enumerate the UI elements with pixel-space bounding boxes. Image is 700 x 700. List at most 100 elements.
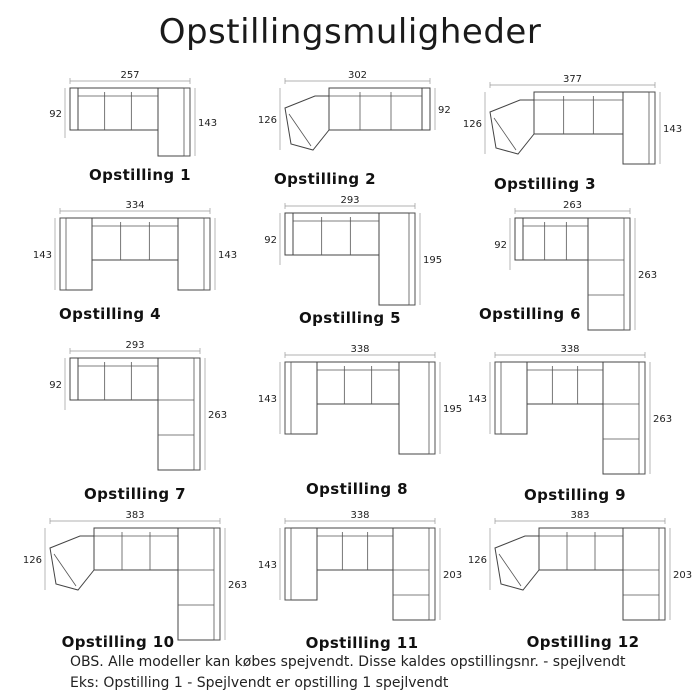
dimension-left-depth: 143 bbox=[258, 394, 277, 405]
sofa-body bbox=[93, 527, 179, 571]
sofa-body bbox=[533, 91, 624, 135]
sofa-arm-left bbox=[69, 357, 79, 401]
note-example: Eks: Opstilling 1 - Spejlvendt er opstil… bbox=[70, 675, 449, 691]
sofa-body bbox=[77, 357, 159, 401]
dimension-left-depth: 126 bbox=[23, 555, 42, 566]
dimension-width: 302 bbox=[348, 70, 367, 81]
dimension-width: 257 bbox=[120, 70, 139, 81]
dimension-left-depth: 143 bbox=[468, 394, 487, 405]
sofa-angled-module bbox=[284, 95, 330, 151]
dimension-left-depth: 92 bbox=[494, 240, 507, 251]
sofa-chaise-left bbox=[494, 361, 528, 435]
dimension-width: 293 bbox=[340, 195, 359, 206]
sofa-body bbox=[538, 527, 624, 571]
sofa-arm-left bbox=[69, 87, 79, 131]
sofa-angled-module bbox=[49, 535, 95, 591]
sofa-chaise-left bbox=[284, 361, 318, 435]
sofa-corner-right bbox=[177, 527, 221, 641]
configuration-label: Opstilling 12 bbox=[527, 633, 640, 651]
dimension-width: 338 bbox=[560, 344, 579, 355]
dimension-right-depth: 263 bbox=[653, 414, 672, 425]
sofa-corner-right bbox=[157, 357, 201, 471]
dimension-width: 293 bbox=[125, 340, 144, 351]
dimension-right-depth: 92 bbox=[438, 105, 451, 116]
dimension-width: 263 bbox=[563, 200, 582, 211]
configuration-label: Opstilling 1 bbox=[89, 166, 191, 184]
sofa-arm-left bbox=[284, 212, 294, 256]
sofa-long-chaise-right bbox=[398, 361, 436, 455]
sofa-body bbox=[292, 212, 380, 256]
configuration-label: Opstilling 3 bbox=[494, 175, 596, 193]
dimension-width: 334 bbox=[125, 200, 144, 211]
configuration-label: Opstilling 10 bbox=[62, 633, 175, 651]
sofa-corner-right bbox=[392, 527, 436, 621]
dimension-right-depth: 143 bbox=[663, 124, 682, 135]
sofa-angled-module bbox=[489, 99, 535, 155]
dimension-right-depth: 143 bbox=[218, 250, 237, 261]
dimension-right-depth: 195 bbox=[443, 404, 462, 415]
sofa-body bbox=[316, 527, 394, 571]
sofa-long-chaise-right bbox=[378, 212, 416, 306]
dimension-right-depth: 263 bbox=[228, 580, 247, 591]
sofa-chaise-right bbox=[157, 87, 191, 157]
dimension-right-depth: 263 bbox=[208, 410, 227, 421]
dimension-left-depth: 126 bbox=[463, 119, 482, 130]
dimension-left-depth: 143 bbox=[258, 560, 277, 571]
configuration-label: Opstilling 5 bbox=[299, 309, 401, 327]
sofa-chaise-left bbox=[284, 527, 318, 601]
sofa-body bbox=[316, 361, 400, 405]
page-title: Opstillingsmuligheder bbox=[158, 12, 542, 52]
dimension-left-depth: 92 bbox=[49, 109, 62, 120]
sofa-angled-module bbox=[494, 535, 540, 591]
dimension-left-depth: 92 bbox=[49, 380, 62, 391]
sofa-arm-right bbox=[421, 87, 431, 131]
sofa-chaise-right bbox=[177, 217, 211, 291]
configuration-label: Opstilling 8 bbox=[306, 480, 408, 498]
configuration-label: Opstilling 4 bbox=[59, 305, 161, 323]
dimension-width: 338 bbox=[350, 510, 369, 521]
dimension-left-depth: 92 bbox=[264, 235, 277, 246]
sofa-body bbox=[91, 217, 179, 261]
dimension-right-depth: 143 bbox=[198, 118, 217, 129]
dimension-width: 338 bbox=[350, 344, 369, 355]
sofa-body bbox=[77, 87, 159, 131]
dimension-right-depth: 203 bbox=[673, 570, 692, 581]
dimension-right-depth: 203 bbox=[443, 570, 462, 581]
dimension-left-depth: 126 bbox=[258, 115, 277, 126]
sofa-arm-left bbox=[514, 217, 524, 261]
configuration-label: Opstilling 2 bbox=[274, 170, 376, 188]
sofa-corner-right bbox=[602, 361, 646, 475]
dimension-width: 383 bbox=[570, 510, 589, 521]
configuration-label: Opstilling 7 bbox=[84, 485, 186, 503]
configuration-label: Opstilling 11 bbox=[306, 634, 419, 652]
dimension-right-depth: 195 bbox=[423, 255, 442, 266]
sofa-body bbox=[522, 217, 589, 261]
sofa-corner-right bbox=[622, 527, 666, 621]
sofa-chaise-left bbox=[59, 217, 93, 291]
dimension-left-depth: 126 bbox=[468, 555, 487, 566]
sofa-corner-right bbox=[587, 217, 631, 331]
dimension-right-depth: 263 bbox=[638, 270, 657, 281]
sofa-body bbox=[526, 361, 604, 405]
sofa-chaise-right bbox=[622, 91, 656, 165]
dimension-width: 377 bbox=[563, 74, 582, 85]
configuration-label: Opstilling 6 bbox=[479, 305, 581, 323]
sofa-body bbox=[328, 87, 423, 131]
dimension-left-depth: 143 bbox=[33, 250, 52, 261]
note-mirror: OBS. Alle modeller kan købes spejvendt. … bbox=[70, 654, 626, 670]
configuration-label: Opstilling 9 bbox=[524, 486, 626, 504]
dimension-width: 383 bbox=[125, 510, 144, 521]
